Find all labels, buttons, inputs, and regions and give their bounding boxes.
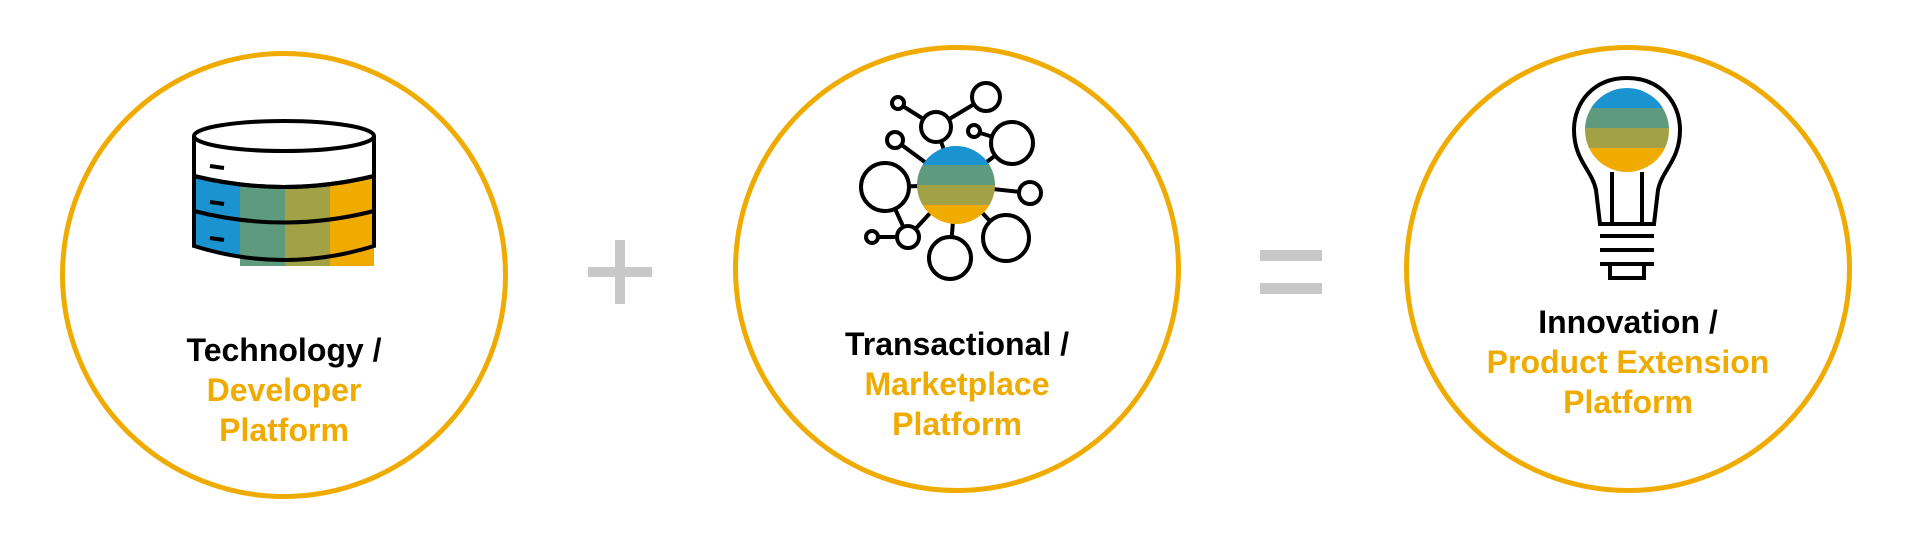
- platform-subtitle-line: Platform: [1563, 384, 1693, 420]
- platform-title: Innovation /: [1538, 304, 1718, 340]
- transactional-platform-label: Transactional / Marketplace Platform: [797, 324, 1117, 444]
- platform-subtitle-line: Marketplace: [864, 366, 1050, 402]
- platform-title: Technology /: [186, 332, 382, 368]
- equals-icon: [1260, 250, 1322, 294]
- technology-platform-label: Technology / Developer Platform: [124, 330, 444, 450]
- platform-subtitle-line: Platform: [219, 412, 349, 448]
- innovation-platform-label: Innovation / Product Extension Platform: [1448, 302, 1808, 422]
- platform-title: Transactional /: [844, 326, 1070, 362]
- lightbulb-icon: [1571, 75, 1683, 280]
- database-icon: [192, 119, 376, 266]
- platform-subtitle-line: Product Extension: [1486, 344, 1770, 380]
- platform-subtitle-line: Platform: [892, 406, 1022, 442]
- network-icon: [859, 81, 1043, 281]
- platform-subtitle-line: Developer: [206, 372, 362, 408]
- plus-icon: [588, 240, 652, 304]
